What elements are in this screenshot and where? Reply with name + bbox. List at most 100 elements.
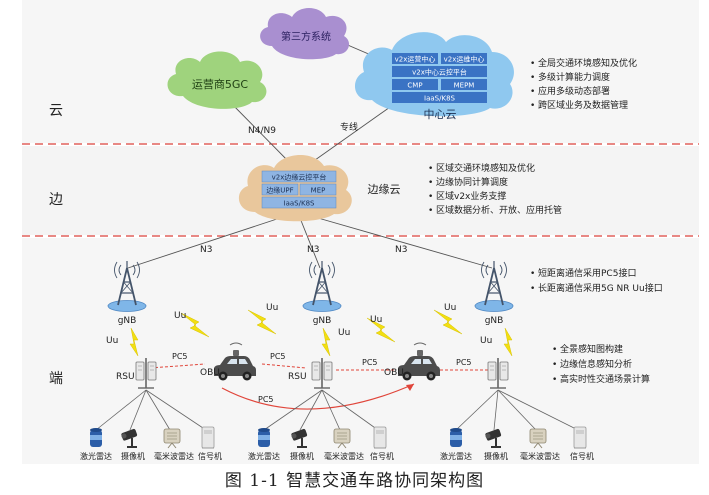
gnb-bullet-dot: • [530,284,535,294]
edge-box-cloud-control [261,170,337,183]
edge-box-upf-label: 边缘UPF [266,186,293,195]
terminal-bullet-dot: • [552,345,557,355]
device-label: 毫米波雷达 [154,451,194,461]
gnb-label: gNB [485,316,504,326]
pc5-label: PC5 [362,358,378,367]
signal-controller-icon [373,426,387,449]
sensor-link [321,389,341,431]
device-label: 摄像机 [290,451,314,461]
uu-label: Uu [106,336,118,346]
pc5-label: PC5 [172,352,188,361]
layer-label-edge: 边 [49,192,63,208]
cloud-bullet-item: 应用多级动态部署 [538,85,610,97]
device-label: 毫米波雷达 [324,451,364,461]
edge-bullet-item: 区域数据分析、开放、应用托管 [436,204,562,216]
sensor-link [145,389,171,431]
edge-bullet-dot: • [428,206,433,216]
center-box-ops-center-label: v2x运营中心 [395,55,436,64]
center-cloud-label: 中心云 [424,108,457,121]
center-box-cloud-control [392,66,487,77]
third-party-label: 第三方系统 [281,30,331,43]
cloud-bullets: • 全局交通环境感知及优化 • 多级计算能力调度 • 应用多级动态部署 • 跨区… [530,57,637,111]
edge-bullet-item: 边缘协同计算调度 [436,176,508,188]
link-n3-middle [299,217,321,269]
gnb-label: gNB [118,316,137,326]
operator-5gc-label: 运营商5GC [192,77,249,91]
signal-controller-icon [201,426,215,449]
signal-controller-icon [573,426,587,449]
uu-label: Uu [174,311,186,321]
link-n3-left [127,217,281,269]
device-label: 激光雷达 [440,451,472,461]
edge-bullet-dot: • [428,164,433,174]
sensor-links [95,389,579,431]
pc5-label: PC5 [270,352,286,361]
gnb-bullet-item: 长距离通信采用5G NR Uu接口 [538,282,663,294]
label-n4n9: N4/N9 [248,126,276,136]
sensor-link [263,389,323,431]
cloud-bullet-item: 跨区域业务及数据管理 [538,99,628,111]
obu-label: OBU [200,368,220,378]
terminal-bullet-item: 高实时性交通场景计算 [560,373,650,385]
terminal-bullet-dot: • [552,360,557,370]
center-box-iaas [392,92,487,103]
device-label: 摄像机 [121,451,145,461]
sensor-link [95,389,147,431]
sensor-link [455,389,499,431]
gnb-bullet-item: 短距离通信采用PC5接口 [538,267,636,279]
device-label: 毫米波雷达 [520,451,560,461]
operator-5gc-cloud [167,51,267,109]
uu-label: Uu [370,315,382,325]
pc5-link [149,363,206,369]
label-n3-right: N3 [395,245,407,255]
layer-label-terminal: 端 [49,371,63,387]
edge-box-iaas-label: IaaS/K8S [284,200,315,208]
cloud-bullet-item: 全局交通环境感知及优化 [538,57,637,69]
sensor-link [129,389,147,431]
link-n3-right [317,217,493,269]
device-label: 激光雷达 [80,451,112,461]
third-party-cloud [260,8,350,60]
device-label: 信号机 [198,451,222,461]
edge-bullet-item: 区域v2x业务支撑 [436,190,506,202]
link-operator-edge [227,99,293,166]
device-label: 激光雷达 [248,451,280,461]
edge-bullet-item: 区域交通环境感知及优化 [436,162,535,174]
cloud-layer-band [22,0,699,143]
label-dedicated-line: 专线 [340,121,358,133]
uu-label: Uu [338,328,350,338]
center-box-maint-center-label: v2x运维中心 [444,55,485,64]
terminal-bullet-item: 边缘信息感知分析 [560,358,632,370]
sensor-link [497,389,579,431]
device-label: 信号机 [370,451,394,461]
device-label: 信号机 [570,451,594,461]
gnb-label: gNB [313,316,332,326]
cloud-bullet-dot: • [530,101,535,111]
center-box-iaas-label: IaaS/K8S [424,95,455,103]
obu-label: OBU [384,368,404,378]
terminal-bullet-dot: • [552,375,557,385]
pc5-arrow-head [406,384,414,391]
edge-box-iaas [261,196,337,209]
lidar-icon [450,428,462,447]
center-box-mepm [441,79,487,90]
cloud-bullet-dot: • [530,87,535,97]
pc5-curve-label: PC5 [258,395,274,404]
uu-label: Uu [480,336,492,346]
uu-label: Uu [444,303,456,313]
sensor-link [321,389,379,431]
edge-bullet-dot: • [428,178,433,188]
cloud-bullet-dot: • [530,59,535,69]
label-n3-middle: N3 [307,245,319,255]
lidar-icon [258,428,270,447]
cloud-bullet-dot: • [530,73,535,83]
center-box-maint-center [441,53,487,64]
sensor-link [493,389,499,431]
lidar-icon [90,428,102,447]
gnb-bullet-dot: • [530,269,535,279]
center-box-mepm-label: MEPM [454,82,475,90]
cloud-bullet-item: 多级计算能力调度 [538,71,610,83]
device-labels: 激光雷达 摄像机 毫米波雷达 信号机 激光雷达 摄像机 毫米波雷达 信号机 激光… [80,451,594,461]
sensor-link [145,389,207,431]
